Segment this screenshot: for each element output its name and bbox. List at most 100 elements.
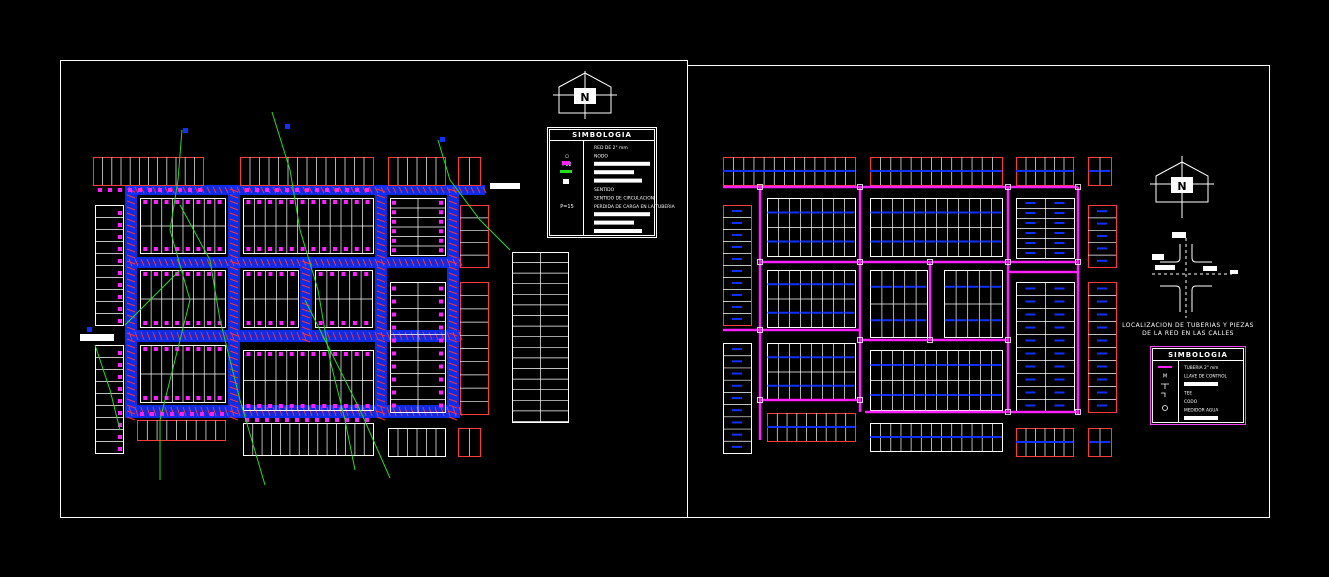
service-line [796, 426, 807, 428]
valve-marker [196, 321, 201, 325]
service-line [882, 319, 893, 322]
valve-marker [439, 338, 443, 343]
service-line [811, 211, 822, 214]
service-line [833, 211, 844, 214]
valve-marker [335, 418, 339, 422]
street-pipe [375, 185, 387, 418]
fitting-marker [857, 184, 863, 190]
service-line [811, 283, 822, 286]
service-line [904, 285, 915, 288]
service-line [1025, 212, 1036, 214]
node-marker [440, 137, 445, 142]
service-line [732, 445, 742, 448]
service-line [936, 394, 947, 396]
contour-lines [80, 111, 520, 486]
service-line [1054, 365, 1065, 368]
valve-marker [200, 412, 204, 416]
service-line [1097, 247, 1107, 250]
service-line [969, 211, 980, 214]
valve-marker [118, 375, 122, 379]
city-blocks [723, 157, 1117, 457]
legend-row [594, 212, 650, 217]
fitting-marker [757, 184, 763, 190]
service-line [1054, 287, 1065, 290]
service-line [947, 240, 958, 243]
right-sheet-plan [723, 157, 1117, 457]
service-line [1054, 212, 1065, 214]
service-line [892, 240, 903, 243]
service-line [1088, 170, 1099, 172]
service-line [916, 319, 927, 322]
fitting-marker [757, 397, 763, 403]
service-line [833, 384, 844, 387]
service-line [800, 283, 811, 286]
service-line [732, 360, 742, 363]
service-line [732, 258, 742, 260]
service-line [1097, 313, 1107, 316]
inner-block [140, 198, 226, 254]
service-line [936, 364, 947, 366]
lot-block [870, 198, 1003, 257]
fitting-marker [1005, 337, 1011, 343]
valve-marker [118, 351, 122, 355]
service-line [971, 170, 982, 172]
valve-marker [333, 200, 338, 204]
valve-marker [168, 188, 172, 192]
service-line [980, 211, 991, 214]
legend-text: LLAVE DE CONTROL [1184, 374, 1228, 380]
valve-marker [439, 325, 443, 330]
service-line [822, 356, 833, 359]
valve-marker [325, 188, 329, 192]
service-line [958, 240, 969, 243]
tee-icon [1161, 383, 1169, 389]
legend-row: SENTIDO DE CIRCULACION [594, 195, 654, 201]
valve-marker [285, 188, 289, 192]
service-line [773, 170, 784, 172]
elbow-icon [1161, 392, 1166, 397]
service-line [1025, 378, 1036, 381]
fitting-marker [1005, 184, 1011, 190]
service-line [732, 409, 742, 412]
valve-marker [207, 321, 212, 325]
legend-row: SENTIDO [594, 187, 615, 193]
valve-marker [392, 338, 396, 343]
valve-marker [245, 188, 249, 192]
service-line [941, 170, 952, 172]
valve-marker [392, 364, 396, 369]
service-line [931, 170, 941, 172]
legend-row: TUBERIA 2" mm [1183, 365, 1218, 371]
city-blocks [93, 157, 489, 457]
valve-marker [246, 200, 251, 204]
valve-marker [217, 396, 222, 400]
service-line [784, 170, 794, 172]
valve-marker [255, 418, 259, 422]
valve-marker [330, 272, 335, 276]
service-line [991, 436, 1002, 438]
lot-strip [95, 345, 124, 454]
valve-marker [175, 200, 180, 204]
valve-marker [392, 403, 396, 408]
service-line [1097, 339, 1107, 342]
valve-marker [153, 272, 158, 276]
valve-marker [278, 200, 283, 204]
service-line [833, 311, 844, 314]
service-line [903, 364, 914, 366]
service-line [980, 240, 991, 243]
valve-marker [341, 272, 346, 276]
service-line [1025, 313, 1036, 316]
valve-marker [318, 272, 323, 276]
service-line [844, 211, 855, 214]
valve-marker [257, 272, 262, 276]
service-line [822, 211, 833, 214]
valve-marker [140, 412, 144, 416]
service-line [1097, 210, 1107, 213]
fitting-marker [1005, 409, 1011, 415]
valve-marker [295, 418, 299, 422]
valve-marker [335, 188, 339, 192]
service-line [835, 426, 846, 428]
valve-marker [439, 238, 443, 243]
valve-marker [439, 299, 443, 304]
lot-block [723, 205, 752, 326]
